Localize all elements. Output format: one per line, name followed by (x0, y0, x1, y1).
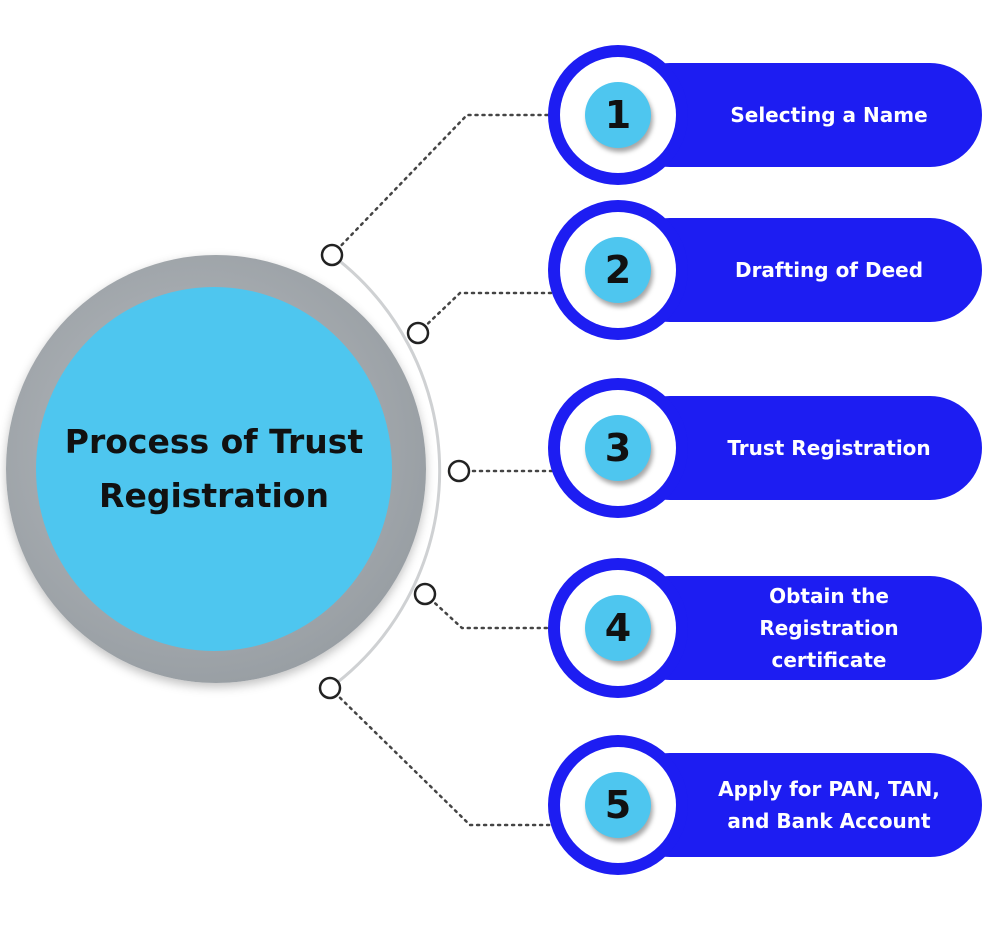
step-4-number: 4 (585, 595, 651, 661)
arc-node-5 (318, 676, 342, 700)
arc-node-3 (447, 459, 471, 483)
arc-node-4 (413, 582, 437, 606)
step-3: 3 Trust Registration (548, 378, 982, 518)
step-3-label: Trust Registration (727, 436, 931, 460)
connector-step-5 (328, 686, 555, 827)
step-5-label: Apply for PAN, TAN, and Bank Account (718, 777, 940, 833)
hub-arc (329, 253, 442, 690)
hub-circle: Process of Trust Registration (36, 287, 392, 651)
hub-title: Process of Trust Registration (64, 422, 364, 515)
connector-step-1 (330, 113, 555, 257)
connector-step-4 (423, 592, 555, 630)
arc-node-2 (406, 321, 430, 345)
step-2-label: Drafting of Deed (734, 258, 924, 282)
step-1-number: 1 (585, 82, 651, 148)
step-2: 2 Drafting of Deed (548, 200, 982, 340)
step-4: 4 Obtain the Registration certificate (548, 558, 982, 698)
step-2-number: 2 (585, 237, 651, 303)
step-5: 5 Apply for PAN, TAN, and Bank Account (548, 735, 982, 875)
step-4-label: Obtain the Registration certificate (759, 584, 899, 672)
arc-node-1 (320, 243, 344, 267)
step-3-number: 3 (585, 415, 651, 481)
step-5-number: 5 (585, 772, 651, 838)
step-1-label: Selecting a Name (730, 103, 928, 127)
connector-step-2 (416, 291, 555, 335)
step-1: 1 Selecting a Name (548, 45, 982, 185)
